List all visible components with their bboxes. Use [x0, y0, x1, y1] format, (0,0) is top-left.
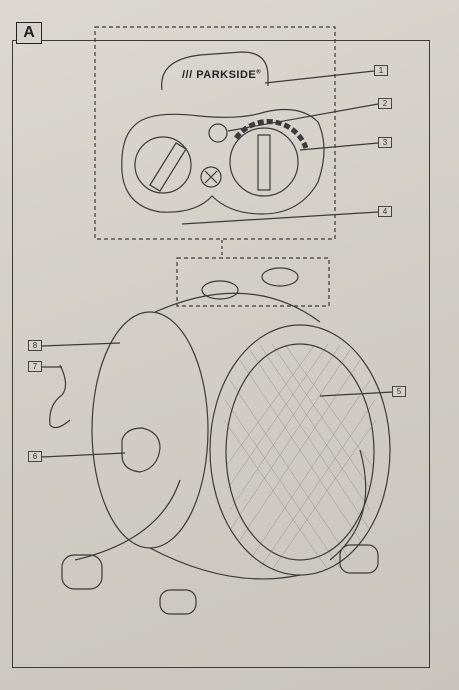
- leader-2: [227, 103, 379, 132]
- leader-4: [181, 211, 379, 225]
- callout-1: 1: [374, 65, 388, 76]
- callout-4: 4: [378, 206, 392, 217]
- power-cable: [49, 364, 71, 429]
- mode-knob: [134, 136, 192, 194]
- brand-mark: ///: [182, 69, 193, 81]
- leader-3: [299, 142, 379, 151]
- thermostat-knob: [229, 127, 299, 197]
- front-ring: [209, 324, 391, 576]
- heater-top-inset: [176, 257, 330, 307]
- leader-6: [41, 452, 126, 458]
- leader-8: [41, 342, 121, 347]
- thermostat-scale: [233, 119, 309, 149]
- top-knob-right: [261, 267, 299, 287]
- housing-bottom: [149, 547, 301, 580]
- top-knob-left: [201, 280, 239, 300]
- handle-outline: [161, 51, 269, 91]
- rear-housing: [91, 311, 209, 549]
- callout-6: 6: [28, 451, 42, 462]
- callout-3: 3: [378, 137, 392, 148]
- front-grille: [225, 343, 375, 561]
- control-panel: [121, 109, 325, 215]
- brand-name: PARKSIDE: [196, 69, 257, 81]
- mode-knob-grip: [149, 142, 187, 192]
- callout-8: 8: [28, 340, 42, 351]
- stand-foot-right: [339, 544, 379, 574]
- power-indicator: [208, 123, 228, 143]
- trademark-symbol: ®: [256, 69, 262, 76]
- tip-over-cross: [204, 170, 218, 184]
- tilt-knob: [121, 427, 161, 473]
- figure-frame: [12, 40, 430, 668]
- stand-frame: [74, 449, 367, 561]
- grille-mesh: [225, 343, 377, 571]
- stand-foot-left: [61, 554, 103, 590]
- leader-1: [264, 70, 375, 84]
- tip-over-icon: [200, 166, 222, 188]
- housing-top: [154, 292, 321, 323]
- control-panel-inset: [94, 26, 336, 240]
- callout-7: 7: [28, 361, 42, 372]
- stand-foot-center: [159, 589, 197, 615]
- thermostat-knob-grip: [257, 134, 271, 191]
- callout-5: 5: [392, 386, 406, 397]
- brand-logo: /// PARKSIDE®: [182, 69, 261, 81]
- callout-2: 2: [378, 98, 392, 109]
- leader-5: [319, 391, 394, 397]
- figure-label: A: [16, 22, 42, 44]
